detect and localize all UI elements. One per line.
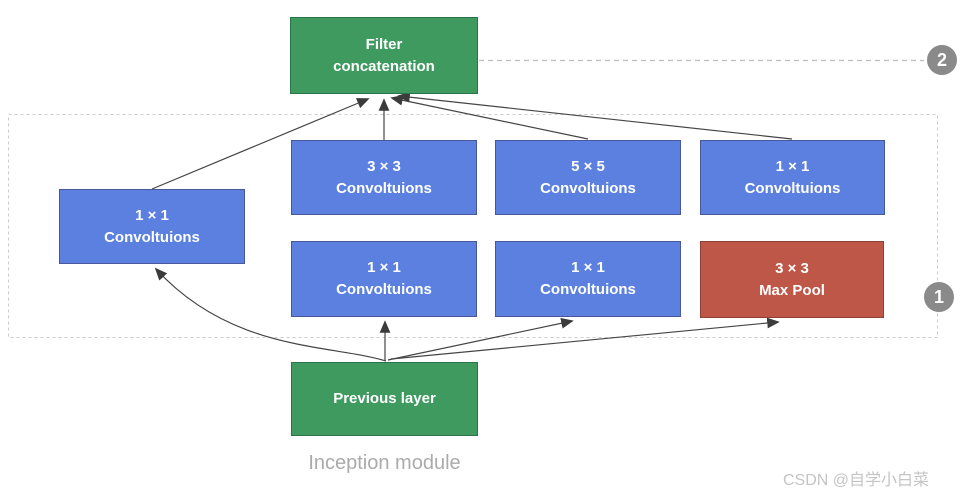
node-conv-1x1-mid-a: 1 × 1 Convoltuions <box>291 241 477 317</box>
arrow-prev-to-conv1x1left <box>154 267 387 362</box>
node-label-line1: Filter <box>365 35 403 53</box>
node-conv-3x3: 3 × 3 Convoltuions <box>291 140 477 215</box>
node-label-line1: 1 × 1 <box>367 259 401 276</box>
node-conv-1x1-left: 1 × 1 Convoltuions <box>59 189 245 264</box>
diagram-caption: Inception module <box>308 452 461 474</box>
node-conv-1x1-right: 1 × 1 Convoltuions <box>700 140 885 215</box>
arrow-prev-to-conv1x1midb <box>387 317 574 361</box>
node-conv-5x5: 5 × 5 Convoltuions <box>495 140 681 215</box>
arrow-prev-to-maxpool <box>390 317 780 360</box>
node-filter-concatenation: Filter concatenation <box>290 17 478 94</box>
node-label-line1: 5 × 5 <box>571 157 605 175</box>
arrow-conv1x1left-to-concat <box>151 98 370 190</box>
arrow-conv1x1right-to-concat <box>397 91 793 140</box>
node-label-line1: 3 × 3 <box>775 259 809 277</box>
node-label-line2: Convoltuions <box>540 281 636 298</box>
node-label-line1: 1 × 1 <box>571 259 605 276</box>
node-label-line2: Convoltuions <box>744 179 841 197</box>
node-label-line2: Max Pool <box>759 281 825 299</box>
badge-2: 2 <box>927 45 957 75</box>
node-label-line2: Convoltuions <box>540 179 636 197</box>
node-label-line2: Convoltuions <box>336 179 432 197</box>
node-label-line1: 1 × 1 <box>135 206 169 224</box>
node-max-pool: 3 × 3 Max Pool <box>700 241 884 318</box>
node-label: Previous layer <box>333 390 436 407</box>
arrow-conv5x5-to-concat <box>390 94 589 140</box>
node-label-line1: 1 × 1 <box>775 157 810 175</box>
node-conv-1x1-mid-b: 1 × 1 Convoltuions <box>495 241 681 317</box>
node-previous-layer: Previous layer <box>291 362 478 436</box>
csdn-watermark: CSDN @自学小白菜 <box>783 472 930 489</box>
node-label-line2: Convoltuions <box>336 281 432 298</box>
badge-1: 1 <box>924 282 954 312</box>
node-label-line1: 3 × 3 <box>367 157 401 175</box>
node-label-line2: Convoltuions <box>104 228 200 246</box>
node-label-line2: concatenation <box>333 57 435 75</box>
